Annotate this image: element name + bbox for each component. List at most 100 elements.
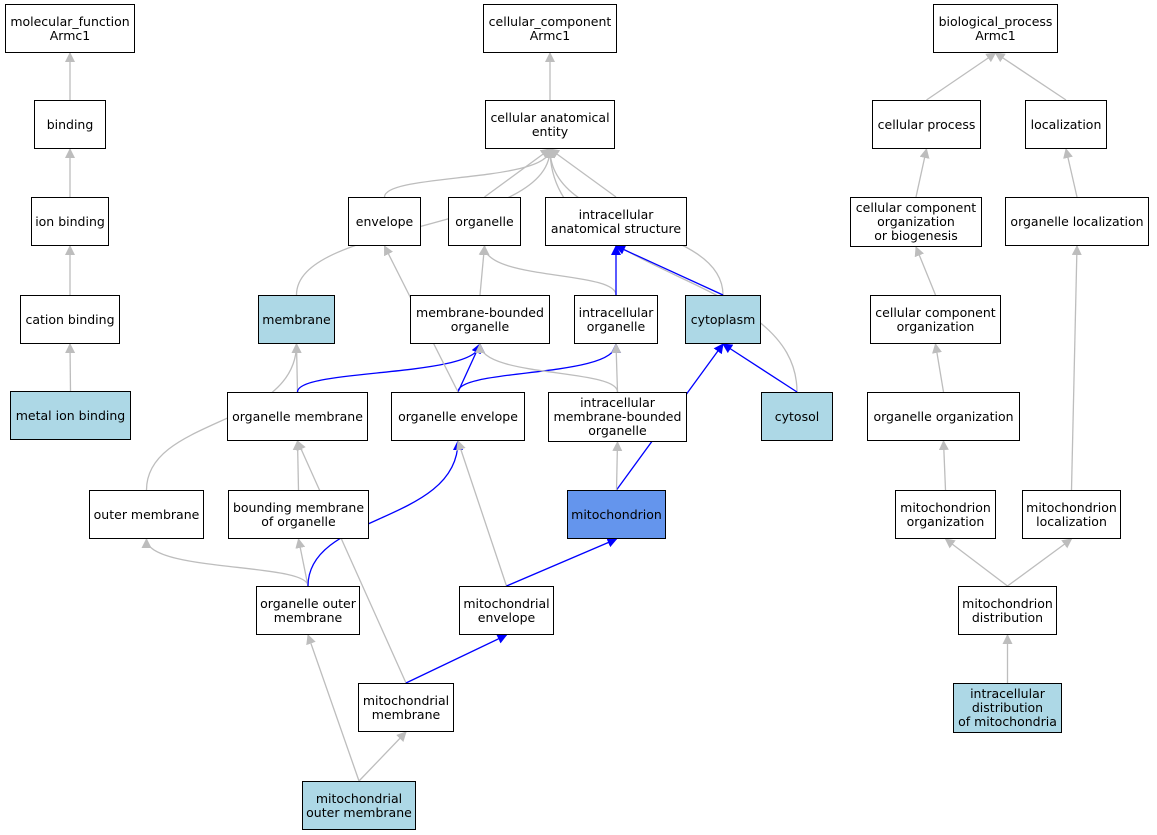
edge-cytoplasm-to-intracellular_anatomical_structure [615,245,724,296]
node-label: cation binding [25,311,115,327]
node-cellular-component-root[interactable]: cellular_component Armc1 [483,4,617,53]
edge-mitochondrial_envelope-to-organelle_envelope [456,440,508,587]
node-label: localization [1030,116,1102,132]
node-label: mitochondrial outer membrane [306,790,412,820]
edge-cytosol-to-cellular_anatomical_entity [545,148,798,393]
edge-bounding_membrane-to-organelle_membrane [292,440,303,491]
node-label: mitochondrion distribution [962,595,1053,625]
node-label: intracellular distribution of mitochondr… [958,686,1057,729]
edge-mitochondrial_envelope-to-mitochondrion [506,537,618,587]
edge-mito_distribution-to-mito_organization [944,538,1008,587]
node-cytosol[interactable]: cytosol [761,392,833,441]
node-mitochondrion-distribution[interactable]: mitochondrion distribution [958,586,1057,635]
edge-mitochondrial_membrane-to-mitochondrial_envelope [405,634,508,684]
node-label: bounding membrane of organelle [232,499,365,529]
edge-organelle_envelope-to-intracellular_organelle [457,343,621,393]
node-intracellular-organelle[interactable]: intracellular organelle [574,295,658,344]
edge-mito_organization-to-organelle_organization [938,440,949,491]
node-label: intracellular organelle [578,304,654,334]
edge-metal_ion_binding-to-cation_binding [65,343,76,392]
edge-cc_organization-to-cc_org_biogenesis [914,246,937,296]
edge-mitochondrial_membrane-to-organelle_membrane [296,440,407,684]
node-envelope[interactable]: envelope [348,197,421,246]
node-organelle-organization[interactable]: organelle organization [867,392,1020,441]
node-bounding-membrane-of-organelle[interactable]: bounding membrane of organelle [228,490,369,539]
edge-membrane-to-cellular_anatomical_entity [295,148,555,296]
node-label: mitochondrial membrane [362,692,450,722]
node-label: molecular_function Armc1 [10,13,130,43]
node-label: organelle organization [873,408,1014,424]
node-intracellular-membrane-bounded-organelle[interactable]: intracellular membrane-bounded organelle [548,392,687,442]
node-organelle-localization[interactable]: organelle localization [1005,197,1149,246]
edge-organelle-to-cellular_anatomical_entity [484,148,551,198]
edge-mito_localization-to-organelle_localization [1070,245,1082,491]
node-label: mitochondrion [571,506,662,522]
edge-organelle_outer_membrane-to-organelle_envelope [307,440,463,587]
node-mitochondrion-organization[interactable]: mitochondrion organization [895,490,996,539]
node-label: cellular_component Armc1 [488,13,612,43]
edge-cellular_process-to-bp_root [926,52,997,101]
node-ion-binding[interactable]: ion binding [31,197,109,246]
edge-organelle_membrane-to-membrane_bounded_organelle [296,343,485,393]
node-cellular-process[interactable]: cellular process [872,100,981,149]
node-biological-process-root[interactable]: biological_process Armc1 [933,4,1058,53]
node-cellular-component-organization-or-biogenesis[interactable]: cellular component organization or bioge… [850,197,982,247]
node-molecular-function-root[interactable]: molecular_function Armc1 [5,4,135,53]
node-label: organelle localization [1010,213,1144,229]
node-organelle-envelope[interactable]: organelle envelope [391,392,525,441]
node-label: organelle membrane [232,408,363,424]
node-membrane[interactable]: membrane [258,295,335,344]
edge-organelle_envelope-to-membrane_bounded_organelle [457,343,481,393]
edge-intracellular_anatomical_structure-to-cellular_anatomical_entity [549,148,617,198]
node-label: intracellular anatomical structure [550,206,682,236]
edge-intracellular_mbo-to-intracellular_organelle [611,343,622,393]
node-intracellular-distribution-of-mitochondria[interactable]: intracellular distribution of mitochondr… [953,683,1062,733]
node-intracellular-anatomical-structure[interactable]: intracellular anatomical structure [545,197,687,246]
edge-organelle_outer_membrane-to-outer_membrane [141,538,309,587]
node-label: envelope [355,213,414,229]
node-metal-ion-binding[interactable]: metal ion binding [10,391,131,440]
node-label: cellular component organization [875,304,996,334]
node-label: binding [46,116,94,132]
node-label: cellular component organization or bioge… [855,200,977,243]
node-mitochondrial-outer-membrane[interactable]: mitochondrial outer membrane [302,781,416,830]
node-outer-membrane[interactable]: outer membrane [89,490,204,539]
node-organelle-membrane[interactable]: organelle membrane [227,392,368,441]
node-label: mitochondrion localization [1026,499,1117,529]
node-organelle-outer-membrane[interactable]: organelle outer membrane [256,586,360,635]
node-label: metal ion binding [15,407,126,423]
node-label: cytoplasm [690,311,756,327]
node-label: organelle [455,213,514,229]
node-mitochondrion-localization[interactable]: mitochondrion localization [1022,490,1121,539]
edge-mitochondrial_outer_membrane-to-organelle_outer_membrane [306,634,360,782]
edge-cytosol-to-cytoplasm [722,343,798,393]
node-label: biological_process Armc1 [938,13,1053,43]
edge-organelle_organization-to-cc_organization [932,343,945,393]
node-label: intracellular membrane-bounded organelle [553,395,682,438]
node-label: cytosol [774,408,820,424]
node-label: outer membrane [93,506,200,522]
edge-membrane_bounded_organelle-to-organelle [478,245,489,296]
node-label: mitochondrial envelope [463,595,550,625]
node-label: ion binding [35,213,105,229]
edge-outer_membrane-to-membrane [145,343,302,491]
node-cellular-anatomical-entity[interactable]: cellular anatomical entity [485,100,615,149]
node-label: cellular process [877,116,976,132]
edge-organelle_outer_membrane-to-bounding_membrane [295,538,309,587]
node-cation-binding[interactable]: cation binding [20,295,120,344]
node-label: membrane-bounded organelle [416,304,544,334]
edge-organelle_localization-to-localization [1063,148,1078,198]
node-organelle[interactable]: organelle [448,197,521,246]
edge-mitochondrial_outer_membrane-to-mitochondrial_membrane [358,731,407,782]
node-label: membrane [262,311,331,327]
edge-intracellular_organelle-to-organelle [479,245,617,296]
node-mitochondrial-membrane[interactable]: mitochondrial membrane [358,683,454,732]
node-membrane-bounded-organelle[interactable]: membrane-bounded organelle [410,295,550,344]
node-cytoplasm[interactable]: cytoplasm [685,295,761,344]
node-localization[interactable]: localization [1025,100,1107,149]
node-mitochondrial-envelope[interactable]: mitochondrial envelope [459,586,554,635]
node-mitochondrion[interactable]: mitochondrion [567,490,666,539]
node-label: cellular anatomical entity [490,109,610,139]
node-binding[interactable]: binding [34,100,106,149]
node-cellular-component-organization[interactable]: cellular component organization [870,295,1001,344]
